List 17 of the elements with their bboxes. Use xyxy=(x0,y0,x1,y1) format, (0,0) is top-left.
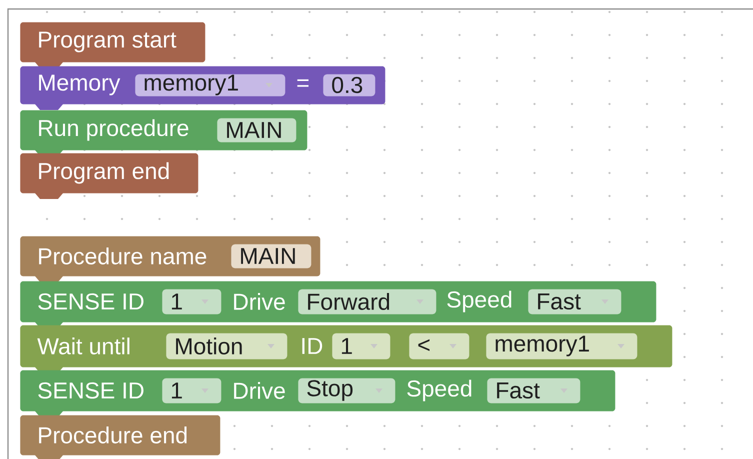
input-field: 0.3 xyxy=(323,74,376,96)
code-block: Procedure end xyxy=(20,415,220,459)
input-field: MAIN xyxy=(231,244,312,268)
dropdown-field: 1 xyxy=(162,378,222,404)
dropdown-field: < xyxy=(409,333,470,360)
dropdown-field: 1 xyxy=(162,289,222,314)
dropdown-field: Stop xyxy=(298,378,396,404)
input-field: MAIN xyxy=(217,118,296,142)
dropdown-field: memory1 xyxy=(486,333,638,360)
dropdown-field: 1 xyxy=(332,333,390,360)
dropdown-field: Fast xyxy=(487,378,580,404)
dropdown-field: Forward xyxy=(298,289,436,314)
code-block: Program end xyxy=(20,153,198,199)
dropdown-field: Motion xyxy=(166,333,288,360)
dropdown-field: memory1 xyxy=(135,74,286,96)
dropdown-field: Fast xyxy=(528,289,622,314)
code-block: Program start xyxy=(20,22,206,68)
